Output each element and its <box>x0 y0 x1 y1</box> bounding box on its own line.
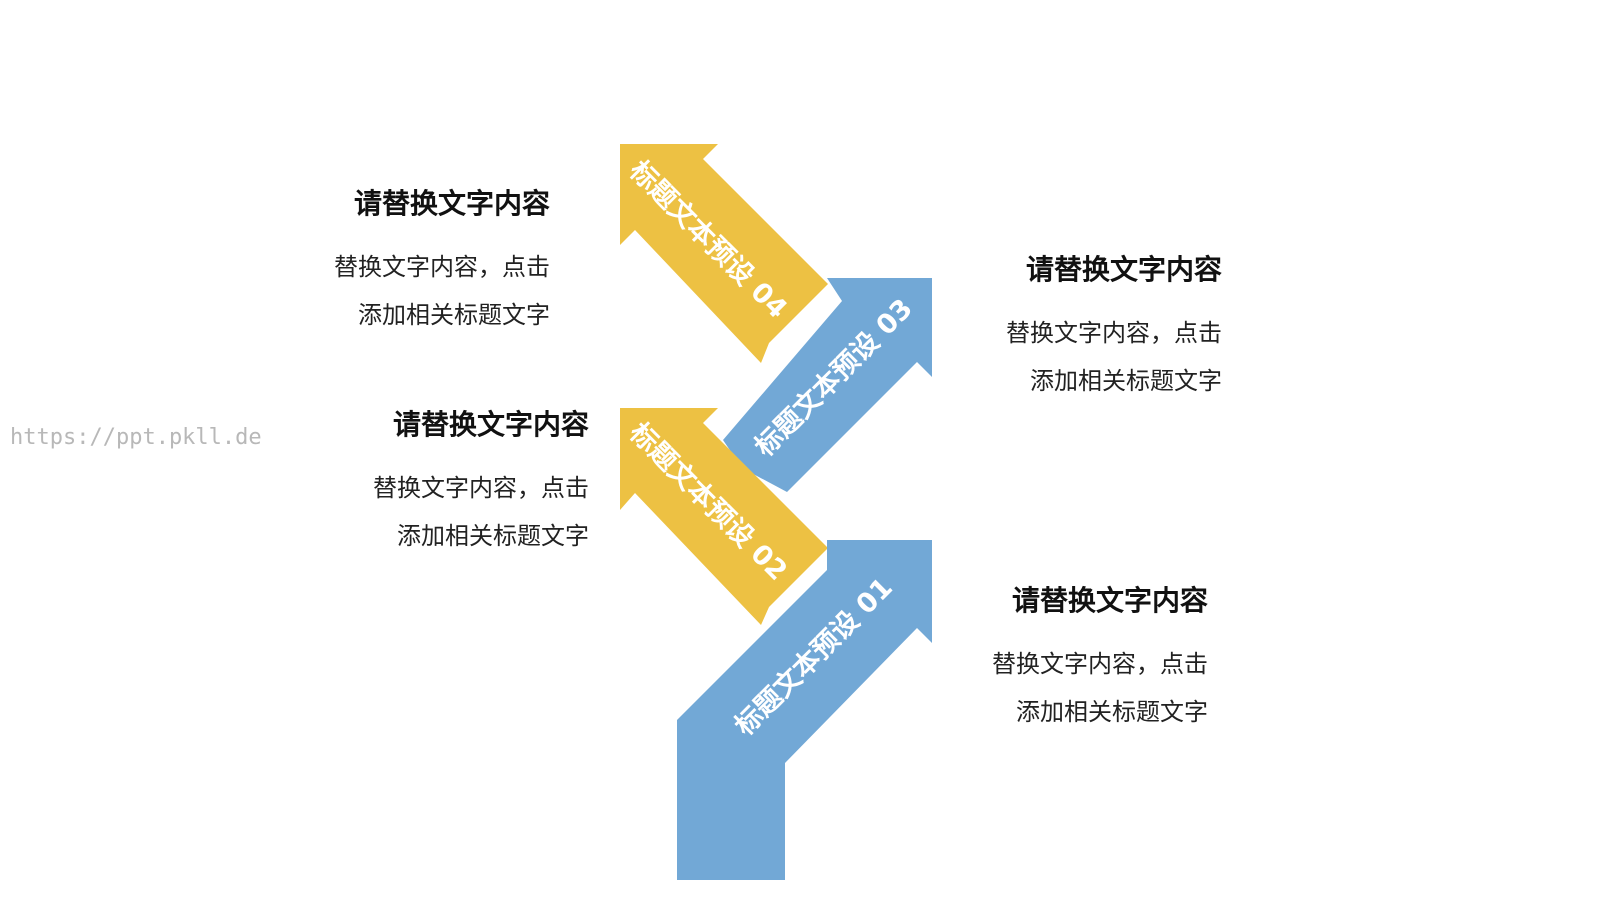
step-4-title: 请替换文字内容 <box>353 188 550 219</box>
arrow-01: 标题文本预设 01 <box>677 540 932 880</box>
step-2-description: 替换文字内容，点击 添加相关标题文字 <box>373 465 589 561</box>
step-1-description: 替换文字内容，点击 添加相关标题文字 <box>992 641 1208 737</box>
step-4-desc-line-2: 添加相关标题文字 <box>358 302 550 329</box>
step-1-desc-line-1: 替换文字内容，点击 <box>992 651 1208 678</box>
step-1-title: 请替换文字内容 <box>1011 585 1208 616</box>
arrow-02-shape <box>620 408 828 625</box>
arrow-03-shape <box>723 278 932 492</box>
arrow-04-shape <box>620 144 828 363</box>
step-2-desc-line-2: 添加相关标题文字 <box>397 523 589 550</box>
watermark-text: https://ppt.pkll.de <box>10 425 262 450</box>
step-3-desc-line-1: 替换文字内容，点击 <box>1006 320 1222 347</box>
step-3-title: 请替换文字内容 <box>1025 254 1222 285</box>
step-2-desc-line-1: 替换文字内容，点击 <box>373 475 589 502</box>
step-4-desc-line-1: 替换文字内容，点击 <box>334 254 550 281</box>
step-1-desc-line-2: 添加相关标题文字 <box>1016 699 1208 726</box>
step-3-description: 替换文字内容，点击 添加相关标题文字 <box>1006 310 1222 406</box>
step-2-title: 请替换文字内容 <box>392 409 589 440</box>
arrow-04: 标题文本预设 04 <box>620 144 828 363</box>
step-4-description: 替换文字内容，点击 添加相关标题文字 <box>334 244 550 340</box>
arrow-01-shape <box>677 540 932 880</box>
step-3-desc-line-2: 添加相关标题文字 <box>1030 368 1222 395</box>
